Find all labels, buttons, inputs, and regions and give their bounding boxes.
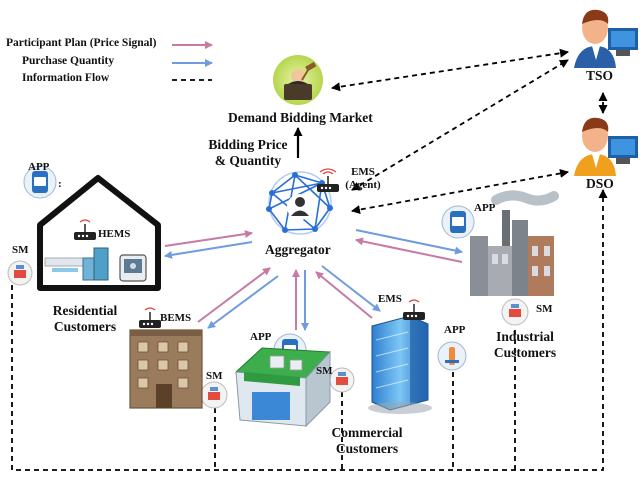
price-arrow-ems (315, 271, 373, 319)
sm-icon-industrial (501, 298, 529, 326)
sm-label-bems: SM (206, 370, 223, 382)
bems-label: BEMS (160, 312, 192, 324)
app-icon-ems (437, 341, 467, 371)
price-purchase-arrows (164, 229, 463, 331)
sm-label-residential: SM (12, 244, 29, 256)
legend-information-flow-label: Information Flow (22, 72, 110, 84)
dso-label: DSO (586, 176, 614, 191)
commercial-label-line-1: Commercial (331, 425, 403, 440)
commercial-label-line-2: Customers (335, 440, 399, 456)
purchase-arrow-bems (207, 275, 279, 329)
residential-house-icon (37, 175, 161, 291)
industrial-label-line-1: Industrial (496, 329, 554, 344)
purchase-arrow-industrial (355, 229, 463, 255)
app-label-residential: APP (28, 161, 50, 173)
industrial-factory-icon (470, 190, 559, 296)
ems-label-tower: EMS (378, 293, 402, 305)
sm-label-commercial: SM (316, 365, 333, 377)
purchase-arrow-residential (164, 241, 253, 259)
bidding-label-line-2: & Quantity (214, 152, 282, 168)
bidding-label: Bidding Price & Quantity (204, 137, 292, 168)
residential-label-line-1: Residential (52, 303, 118, 318)
sm-icon-commercial (329, 367, 355, 393)
app-icon-industrial (441, 205, 475, 239)
app-label-commercial: APP (250, 331, 272, 343)
bidding-label-line-1: Bidding Price (208, 137, 288, 152)
market-label: Demand Bidding Market (228, 110, 373, 125)
purchase-arrow-ems (321, 265, 381, 312)
residential-label: Residential Customers (40, 303, 130, 334)
tso-label: TSO (586, 68, 614, 83)
information-flow-lines (11, 48, 608, 471)
aggregator-label: Aggregator (265, 242, 331, 257)
app-colon-mark: : (58, 178, 62, 190)
legend-purchase-quantity-label: Purchase Quantity (22, 55, 115, 67)
info-bottom-bus (11, 189, 608, 471)
dso-person-icon (574, 117, 638, 176)
info-market-tso (331, 48, 569, 92)
app-icon-residential (23, 165, 57, 199)
app-label-industrial: APP (474, 202, 496, 214)
ems-tower-icon (368, 299, 432, 414)
market-icon (273, 55, 323, 105)
price-arrow-residential (164, 230, 253, 247)
hems-label: HEMS (98, 228, 131, 240)
app-label-ems: APP (444, 324, 466, 336)
sm-icon-residential (7, 260, 33, 286)
aggregator-network-icon (266, 171, 333, 235)
residential-label-line-2: Customers (53, 318, 117, 334)
sm-label-industrial: SM (536, 303, 553, 315)
bems-building-icon (129, 307, 203, 409)
price-arrow-bems (197, 267, 271, 323)
ems-agent-line-2: (Agent) (345, 178, 381, 191)
info-aggregator-dso (351, 168, 569, 215)
industrial-label: Industrial Customers (480, 329, 570, 360)
ems-agent-line-1: EMS (351, 166, 375, 178)
router-icon-ems-agent (317, 168, 339, 192)
tso-person-icon (574, 9, 638, 68)
legend (172, 41, 213, 81)
industrial-label-line-2: Customers (493, 344, 557, 360)
commercial-store-icon (234, 347, 332, 428)
price-arrow-industrial (355, 237, 463, 263)
commercial-label: Commercial Customers (322, 425, 412, 456)
sm-icon-bems (200, 381, 228, 409)
ems-agent-label: EMS (Agent) (340, 166, 386, 191)
legend-price-signal-label: Participant Plan (Price Signal) (6, 37, 157, 49)
info-aggregator-tso (351, 59, 569, 191)
